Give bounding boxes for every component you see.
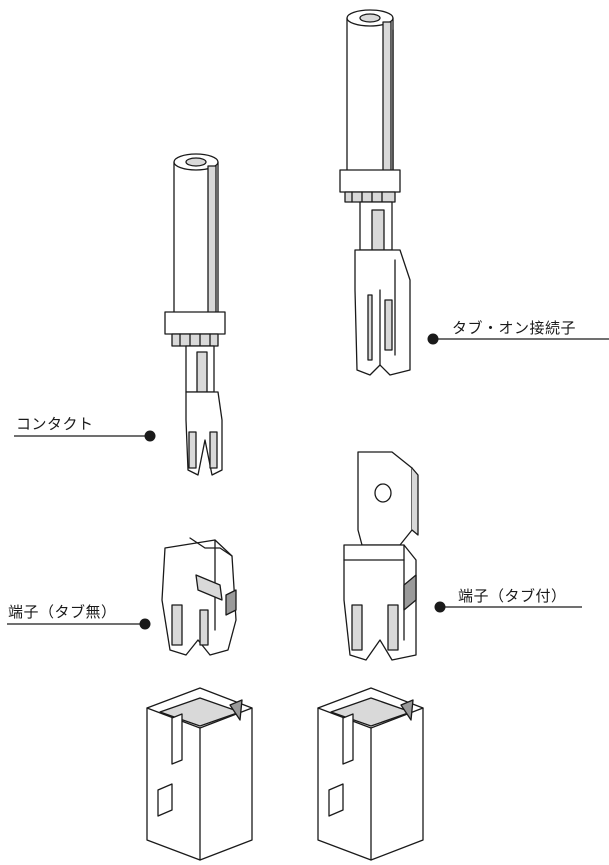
label-contact: コンタクト <box>16 415 94 433</box>
housing-left-illustration <box>146 687 253 861</box>
label-terminal-no-tab: 端子（タブ無） <box>8 603 117 621</box>
terminal-with-tab-illustration <box>343 451 419 661</box>
leader-terminal-no-tab <box>7 618 151 630</box>
leader-contact <box>14 430 156 442</box>
leader-tab-on-connector <box>427 333 609 345</box>
label-terminal-with-tab: 端子（タブ付） <box>458 587 567 605</box>
leader-terminal-with-tab <box>434 601 582 613</box>
tab-on-connector-illustration <box>339 9 411 376</box>
label-tab-on-connector: タブ・オン接続子 <box>452 319 577 337</box>
contact-illustration <box>164 153 226 476</box>
terminal-no-tab-illustration <box>161 537 237 656</box>
housing-right-illustration <box>317 687 424 861</box>
